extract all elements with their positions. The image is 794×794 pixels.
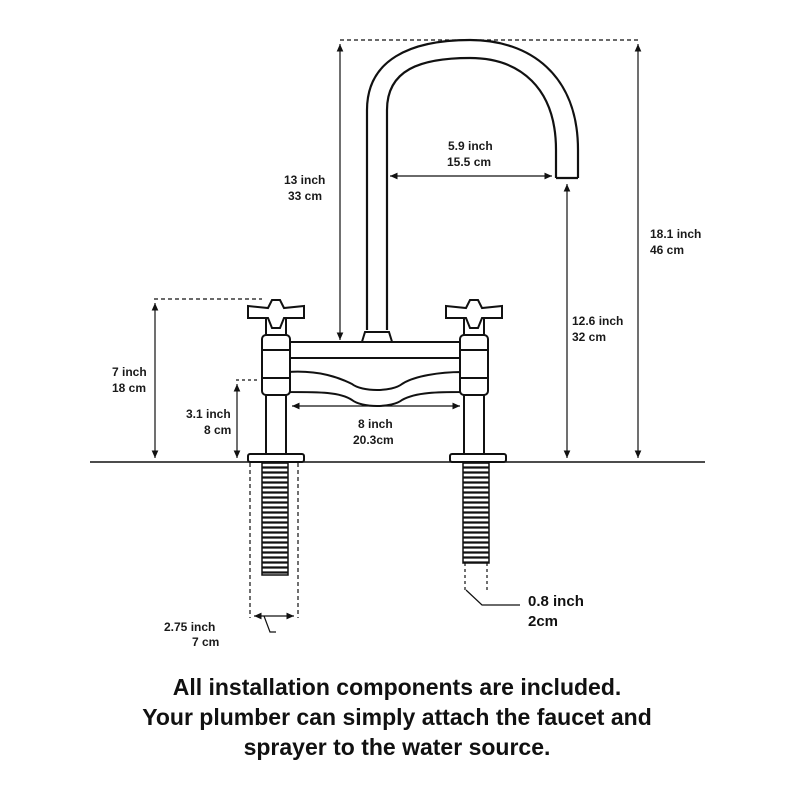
spout-height-label-in: 13 inch [284, 173, 325, 187]
right-cross-handle [445, 299, 503, 329]
center-spread-label-cm: 20.3cm [353, 433, 394, 447]
total-height-label-cm: 46 cm [650, 243, 684, 257]
installation-caption: All installation components are included… [0, 672, 794, 762]
shank-diameter-label-cm: 2cm [528, 613, 558, 630]
shank-diameter-leader [465, 589, 520, 606]
left-cross-handle [247, 299, 305, 329]
handle-height-label-cm: 18 cm [112, 381, 146, 395]
center-spread-label-in: 8 inch [358, 417, 393, 431]
bridge-lower-arm [287, 370, 463, 407]
spout-height-label-cm: 33 cm [288, 189, 322, 203]
base-diameter-label-in: 2.75 inch [164, 620, 215, 634]
right-valve [449, 317, 507, 463]
spout [365, 38, 580, 330]
shank-diameter-label-in: 0.8 inch [528, 593, 584, 610]
left-valve [247, 317, 305, 463]
caption-line-2: Your plumber can simply attach the fauce… [142, 704, 652, 730]
caption-line-3: sprayer to the water source. [243, 734, 551, 760]
base-diameter-label-cm: 7 cm [192, 635, 219, 649]
handle-height-label-in: 7 inch [112, 365, 147, 379]
body-height-label-cm: 8 cm [204, 423, 231, 437]
total-height-label-in: 18.1 inch [650, 227, 701, 241]
spout-reach-label-in: 5.9 inch [448, 139, 493, 153]
outlet-height-label-in: 12.6 inch [572, 314, 623, 328]
body-height-label-in: 3.1 inch [186, 407, 231, 421]
left-threaded-shank [261, 462, 289, 576]
right-threaded-shank [462, 462, 490, 564]
outlet-height-label-cm: 32 cm [572, 330, 606, 344]
caption-line-1: All installation components are included… [172, 674, 622, 700]
spout-reach-label-cm: 15.5 cm [447, 155, 491, 169]
bridge-bar [289, 341, 461, 359]
